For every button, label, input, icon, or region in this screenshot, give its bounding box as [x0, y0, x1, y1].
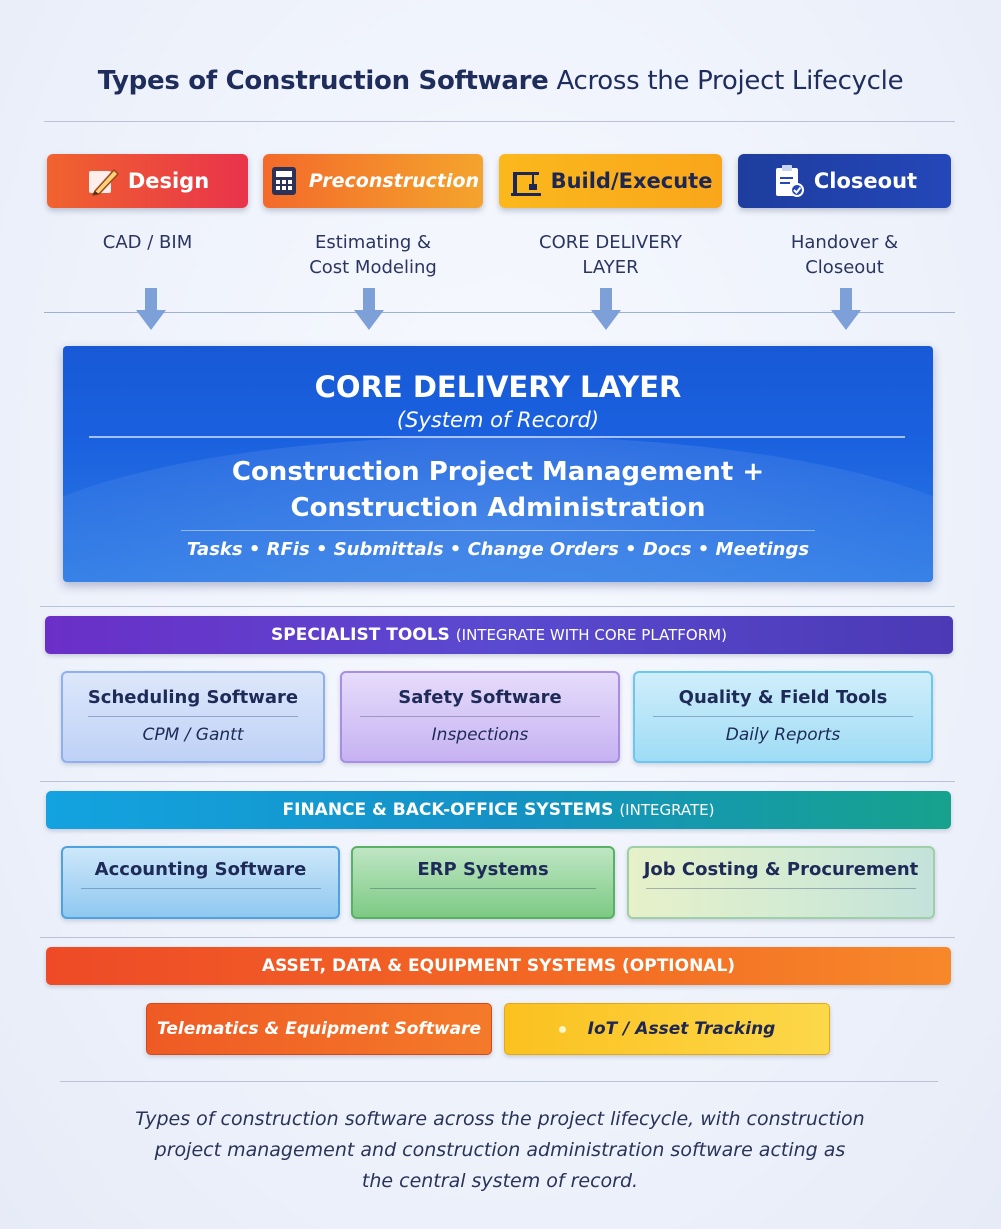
title-bold: Types of Construction Software — [97, 66, 549, 96]
card-subtitle: CPM / Gantt — [142, 725, 244, 745]
dot-icon — [558, 1025, 566, 1033]
band-subtitle: (INTEGRATE) — [619, 801, 715, 819]
core-main-line: Construction Administration — [290, 493, 706, 523]
phase-build-execute-button[interactable]: Build/Execute — [499, 154, 722, 208]
pencil-ruler-icon — [86, 164, 120, 198]
finance-card-job-costing[interactable]: Job Costing & Procurement — [627, 846, 935, 919]
finance-card-accounting[interactable]: Accounting Software — [61, 846, 340, 919]
phase-preconstruction-button[interactable]: Preconstruction — [263, 154, 483, 208]
core-main-text: Construction Project Management + Constr… — [63, 454, 933, 526]
down-arrow-icon — [831, 288, 861, 330]
core-title: CORE DELIVERY LAYER — [314, 370, 682, 404]
core-main-line: Construction Project Management + — [231, 457, 765, 487]
finance-card-erp[interactable]: ERP Systems — [351, 846, 615, 919]
core-subtitle: (System of Record) — [396, 408, 600, 432]
subtitle-line: Cost Modeling — [309, 257, 437, 278]
caption-line: Types of construction software across th… — [135, 1108, 865, 1130]
subtitle-line: LAYER — [582, 257, 639, 278]
phase-build-execute-subtitle: CORE DELIVERY LAYER — [499, 230, 722, 280]
phase-build-execute-label: Build/Execute — [550, 169, 713, 193]
subtitle-line: Closeout — [805, 257, 884, 278]
card-subtitle: Daily Reports — [725, 725, 841, 745]
card-subtitle: Inspections — [431, 725, 529, 745]
section-divider — [40, 606, 955, 607]
subtitle-line: CORE DELIVERY — [539, 232, 682, 253]
flow-connector-line — [44, 312, 955, 313]
finance-band: FINANCE & BACK-OFFICE SYSTEMS (INTEGRATE… — [46, 791, 951, 829]
caption: Types of construction software across th… — [100, 1104, 900, 1197]
page-title: Types of Construction Software Across th… — [25, 66, 976, 96]
title-rest: Across the Project Lifecycle — [556, 66, 904, 96]
telematics-label: Telematics & Equipment Software — [156, 1019, 482, 1039]
phase-closeout-subtitle: Handover & Closeout — [738, 230, 951, 280]
section-divider — [40, 781, 955, 782]
crane-icon — [509, 164, 543, 198]
band-title: SPECIALIST TOOLS — [271, 625, 450, 645]
section-divider — [40, 937, 955, 938]
subtitle-line: Estimating & — [314, 232, 432, 253]
band-subtitle: (INTEGRATE WITH CORE PLATFORM) — [455, 626, 727, 644]
caption-line: the central system of record. — [361, 1170, 639, 1192]
specialist-card-scheduling[interactable]: Scheduling Software CPM / Gantt — [61, 671, 325, 763]
subtitle-line: Handover & — [790, 232, 899, 253]
card-title: Scheduling Software — [87, 687, 299, 708]
asset-iot-button[interactable]: IoT / Asset Tracking — [504, 1003, 830, 1055]
card-title: Quality & Field Tools — [678, 687, 888, 708]
phase-closeout-label: Closeout — [813, 169, 918, 193]
down-arrow-icon — [354, 288, 384, 330]
band-title: ASSET, DATA & EQUIPMENT SYSTEMS (OPTIONA… — [261, 956, 736, 976]
card-title: ERP Systems — [417, 859, 549, 880]
specialist-tools-band: SPECIALIST TOOLS (INTEGRATE WITH CORE PL… — [45, 616, 953, 654]
subtitle-line: CAD / BIM — [102, 232, 193, 253]
title-divider — [44, 121, 955, 122]
calculator-icon — [267, 164, 301, 198]
phase-design-label: Design — [127, 169, 210, 193]
card-title: Job Costing & Procurement — [643, 859, 919, 880]
specialist-card-quality[interactable]: Quality & Field Tools Daily Reports — [633, 671, 933, 763]
band-title: FINANCE & BACK-OFFICE SYSTEMS — [282, 800, 614, 820]
phase-design-subtitle: CAD / BIM — [47, 230, 248, 255]
asset-telematics-button[interactable]: Telematics & Equipment Software — [146, 1003, 492, 1055]
iot-label: IoT / Asset Tracking — [587, 1019, 776, 1039]
section-divider — [60, 1081, 938, 1082]
core-features: Tasks • RFis • Submittals • Change Order… — [186, 539, 810, 560]
specialist-card-safety[interactable]: Safety Software Inspections — [340, 671, 620, 763]
card-title: Accounting Software — [94, 859, 307, 880]
down-arrow-icon — [591, 288, 621, 330]
phase-design-button[interactable]: Design — [47, 154, 248, 208]
phase-closeout-button[interactable]: Closeout — [738, 154, 951, 208]
core-delivery-layer: CORE DELIVERY LAYER (System of Record) C… — [63, 346, 933, 582]
phase-preconstruction-subtitle: Estimating & Cost Modeling — [263, 230, 483, 280]
card-title: Safety Software — [398, 687, 562, 708]
phase-preconstruction-label: Preconstruction — [308, 170, 480, 192]
asset-band: ASSET, DATA & EQUIPMENT SYSTEMS (OPTIONA… — [46, 947, 951, 985]
down-arrow-icon — [136, 288, 166, 330]
clipboard-check-icon — [772, 164, 806, 198]
caption-line: project management and construction admi… — [154, 1139, 846, 1161]
